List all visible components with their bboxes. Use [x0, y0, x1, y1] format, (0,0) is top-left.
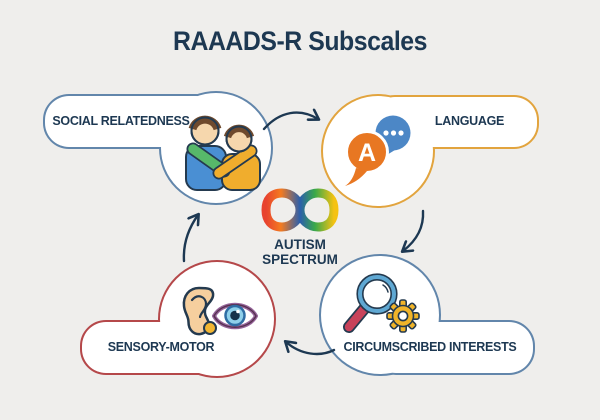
magnifier-gear-icon	[343, 273, 420, 333]
page-title: RAAADS-R Subscales	[172, 26, 427, 56]
center-label-autism-spectrum: AUTISM SPECTRUM	[230, 237, 370, 267]
rainbow-infinity-icon	[261, 188, 339, 232]
center-label-line1: AUTISM	[274, 237, 326, 252]
arrow-circumscribed-to-sensory	[286, 342, 336, 356]
label-sensory-motor: SENSORY-MOTOR	[107, 339, 215, 354]
label-circumscribed-interests: CIRCUMSCRIBED INTERESTS	[343, 339, 517, 354]
speech-bubbles-icon: A	[345, 115, 411, 186]
arrow-social-to-language	[262, 113, 318, 131]
language-icon-letter: A	[358, 139, 376, 167]
arrow-language-to-circumscribed	[403, 209, 425, 251]
label-social-relatedness: SOCIAL RELATEDNESS	[52, 113, 190, 128]
node-circumscribed-interests	[319, 254, 535, 376]
ear-eye-icon	[182, 286, 258, 336]
two-friends-icon	[185, 115, 261, 191]
arrow-sensory-to-social	[182, 215, 198, 263]
label-language: LANGUAGE	[434, 114, 505, 129]
center-label-line2: SPECTRUM	[262, 252, 338, 267]
